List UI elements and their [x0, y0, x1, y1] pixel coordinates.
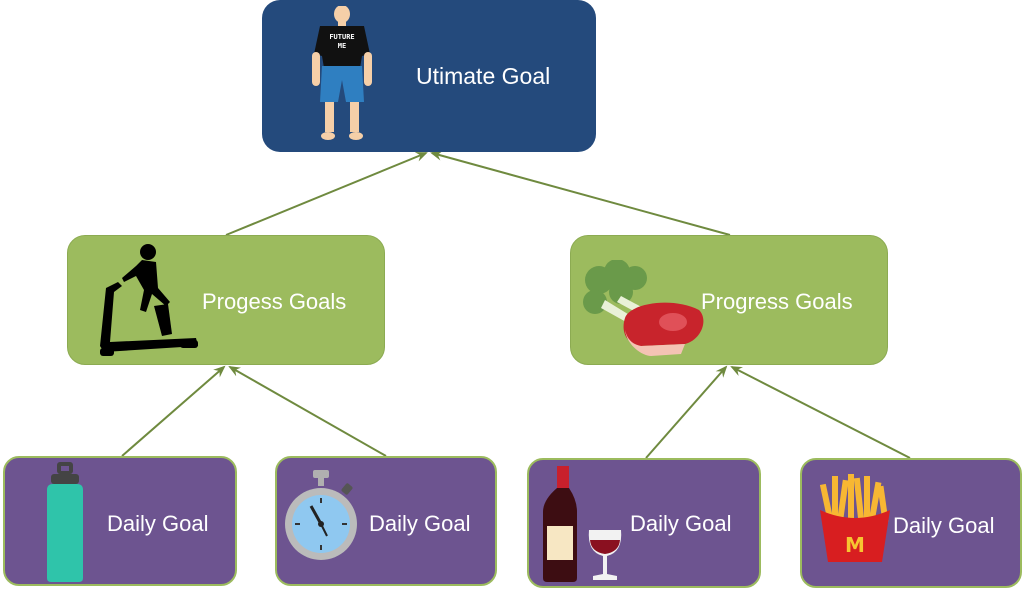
daily-goal-1-label: Daily Goal [107, 511, 209, 536]
progress-goal-node-left[interactable]: Progess Goals [67, 235, 385, 365]
future-me-person-icon: FUTURE ME [312, 6, 372, 140]
arrow-daily-3-to-progress-right [645, 365, 728, 459]
daily-goal-node-3[interactable]: Daily Goal [527, 458, 761, 588]
shirt-text-line-2: ME [338, 42, 346, 50]
progress-goal-left-label: Progess Goals [202, 289, 347, 314]
arrow-progress-left-to-ultimate [225, 152, 428, 236]
broccoli-steak-icon [583, 260, 704, 356]
arrow-daily-4-to-progress-right [730, 366, 911, 459]
wine-bottle-glass-icon [543, 466, 622, 582]
daily-goal-3-label: Daily Goal [630, 511, 732, 536]
progress-goal-right-label: Progress Goals [701, 289, 853, 314]
fries-box-letter: M [845, 533, 865, 557]
arrow-progress-right-to-ultimate [430, 150, 731, 236]
french-fries-icon: M [819, 474, 890, 562]
daily-goal-node-2[interactable]: Daily Goal [275, 456, 497, 586]
shirt-text-line-1: FUTURE [329, 33, 354, 41]
ultimate-goal-node[interactable]: FUTURE ME Utimate Goal [262, 0, 596, 152]
water-bottle-icon [47, 462, 83, 582]
daily-goal-node-4[interactable]: M Daily Goal [800, 458, 1022, 588]
daily-goal-4-label: Daily Goal [893, 513, 995, 538]
treadmill-runner-icon [100, 244, 198, 356]
ultimate-goal-label: Utimate Goal [416, 63, 551, 89]
progress-goal-node-right[interactable]: Progress Goals [570, 235, 888, 365]
stopwatch-icon [285, 470, 357, 560]
daily-goal-2-label: Daily Goal [369, 511, 471, 536]
arrow-daily-2-to-progress-left [228, 366, 387, 457]
daily-goal-node-1[interactable]: Daily Goal [3, 456, 237, 586]
arrow-daily-1-to-progress-left [121, 365, 226, 457]
